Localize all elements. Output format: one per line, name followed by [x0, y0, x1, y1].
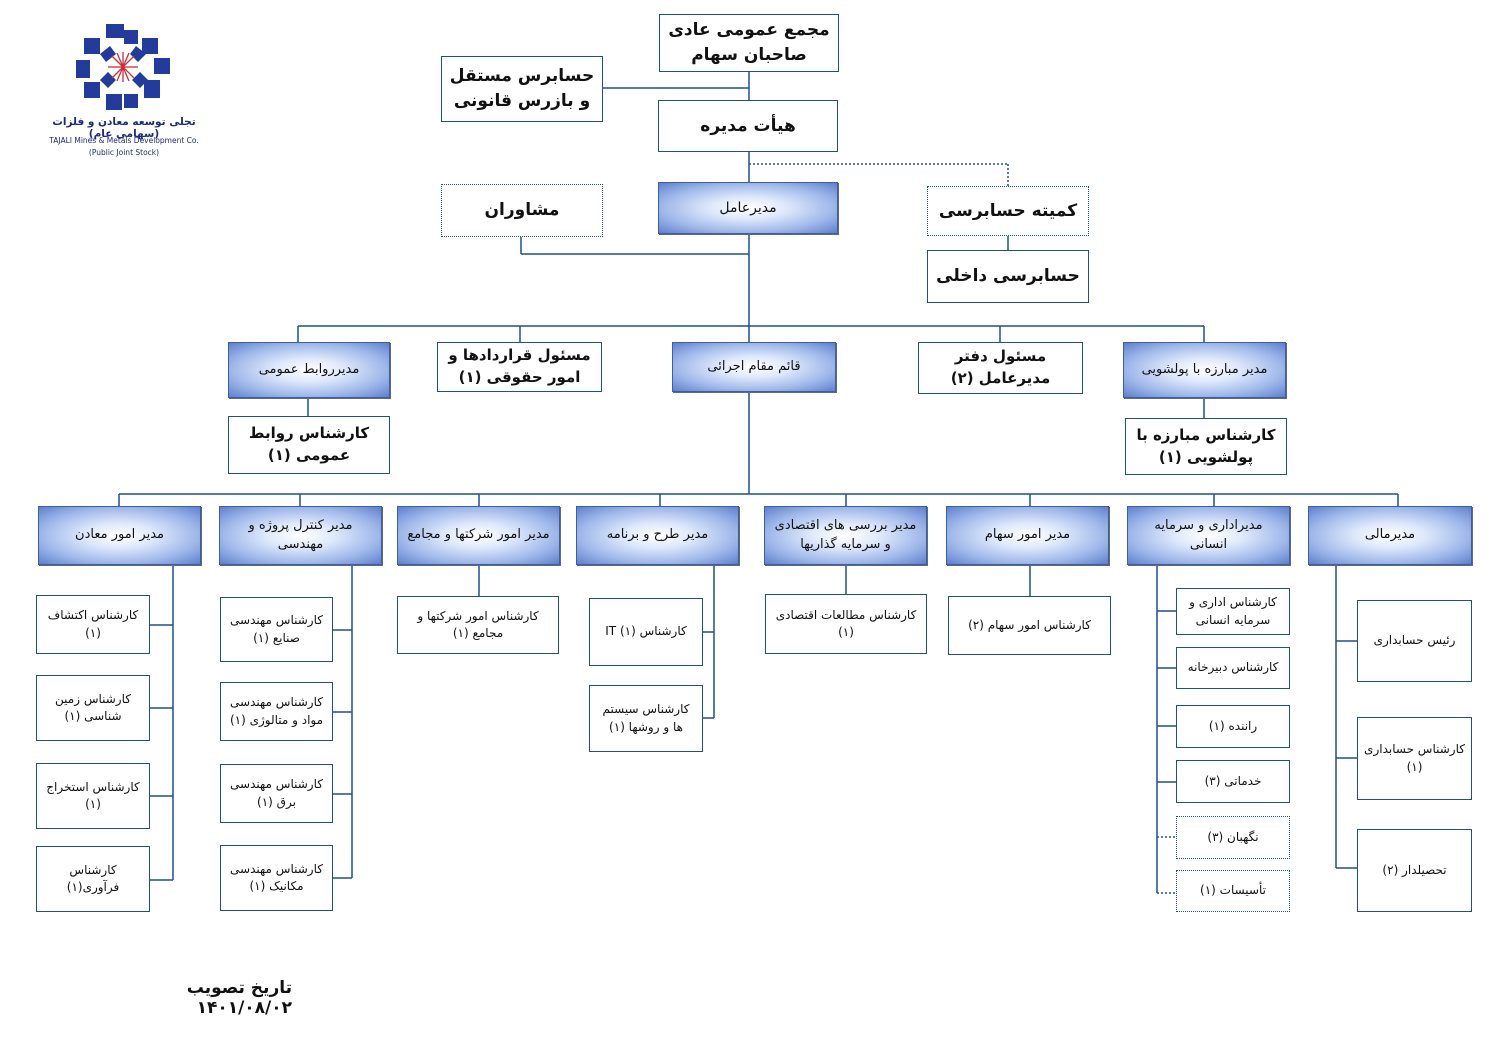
- node-board: هیأت مدیره: [658, 100, 838, 152]
- node-hr-expert: کارشناس اداری و سرمایه انسانی: [1176, 588, 1290, 635]
- node-chief-accountant: رئیس حسابداری: [1357, 600, 1472, 682]
- logo-company-name-fa: تجلی توسعه معادن و فلزات (سهامی عام): [52, 116, 196, 140]
- node-mines-manager: مدیر امور معادن: [38, 506, 201, 565]
- node-shares-expert: کارشناس امور سهام (۲): [948, 596, 1111, 655]
- node-deputy-ceo: قائم مقام اجرائی: [672, 342, 836, 392]
- node-secretariat-expert: کارشناس دبیرخانه: [1176, 647, 1290, 689]
- node-admin-manager: مدیراداری و سرمایه انسانی: [1127, 506, 1290, 565]
- node-pr-manager: مدیرروابط عمومی: [228, 342, 390, 398]
- node-materials-eng-expert: کارشناس مهندسی مواد و متالوژی (۱): [220, 682, 333, 741]
- node-finance-manager: مدیرمالی: [1308, 506, 1472, 565]
- node-systems-expert: کارشناس سیستم ها و روشها (۱): [589, 685, 703, 752]
- node-aml-manager: مدیر مبارزه با پولشویی: [1123, 342, 1286, 398]
- node-shares-manager: مدیر امور سهام: [946, 506, 1109, 565]
- node-geology-expert: کارشناس زمین شناسی (۱): [36, 675, 150, 741]
- node-economic-manager: مدیر بررسی های اقتصادی و سرمایه گذاریها: [764, 506, 927, 565]
- node-extraction-expert: کارشناس استخراج (۱): [36, 763, 150, 829]
- logo-legal-form: (Public Joint Stock): [88, 148, 160, 157]
- node-companies-manager: مدیر امور شرکتها و مجامع: [397, 506, 560, 565]
- node-services: خدماتی (۳): [1176, 760, 1290, 803]
- node-industrial-eng-expert: کارشناس مهندسی صنایع (۱): [220, 597, 333, 662]
- node-accountant: کارشناس حسابداری (۱): [1357, 717, 1472, 800]
- node-pr-expert: کارشناس روابط عمومی (۱): [228, 416, 390, 474]
- node-planning-manager: مدیر طرح و برنامه: [576, 506, 739, 565]
- node-project-manager: مدیر کنترل پروژه و مهندسی: [219, 506, 382, 565]
- logo-company-name-en: TAJALI Mines & Metals Development Co.: [49, 136, 199, 145]
- node-guard: نگهبان (۳): [1176, 816, 1290, 859]
- node-internal-audit: حسابرسی داخلی: [927, 250, 1089, 303]
- node-audit-committee: کمیته حسابرسی: [927, 186, 1089, 236]
- node-facilities: تأسیسات (۱): [1176, 870, 1290, 912]
- node-advisors: مشاوران: [441, 184, 603, 237]
- node-auditor: حسابرس مستقل و بازرس قانونی: [441, 56, 603, 122]
- node-ceo-office: مسئول دفتر مدیرعامل (۲): [918, 342, 1083, 394]
- node-companies-expert: کارشناس امور شرکتها و مجامع (۱): [397, 596, 559, 654]
- node-contracts-officer: مسئول قراردادها و امور حقوقی (۱): [437, 342, 602, 392]
- node-ceo: مدیرعامل: [658, 182, 838, 234]
- node-exploration-expert: کارشناس اکتشاف (۱): [36, 595, 150, 654]
- node-electrical-eng-expert: کارشناس مهندسی برق (۱): [220, 764, 333, 823]
- node-it-expert: کارشناس IT (۱): [589, 598, 703, 666]
- node-aml-expert: کارشناس مبارزه با پولشویی (۱): [1125, 418, 1287, 475]
- tajali-logo-icon: [76, 24, 170, 110]
- node-driver: راننده (۱): [1176, 705, 1290, 748]
- node-processing-expert: کارشناس فرآوری(۱): [36, 846, 150, 912]
- approval-date: تاریخ تصویب ۱۴۰۱/۰۸/۰۲: [186, 978, 292, 1018]
- node-collector: تحصیلدار (۲): [1357, 829, 1472, 912]
- node-mechanical-eng-expert: کارشناس مهندسی مکانیک (۱): [220, 845, 333, 911]
- node-general-assembly: مجمع عمومی عادی صاحبان سهام: [659, 14, 839, 72]
- node-economic-expert: کارشناس مطالعات اقتصادی (۱): [765, 594, 927, 654]
